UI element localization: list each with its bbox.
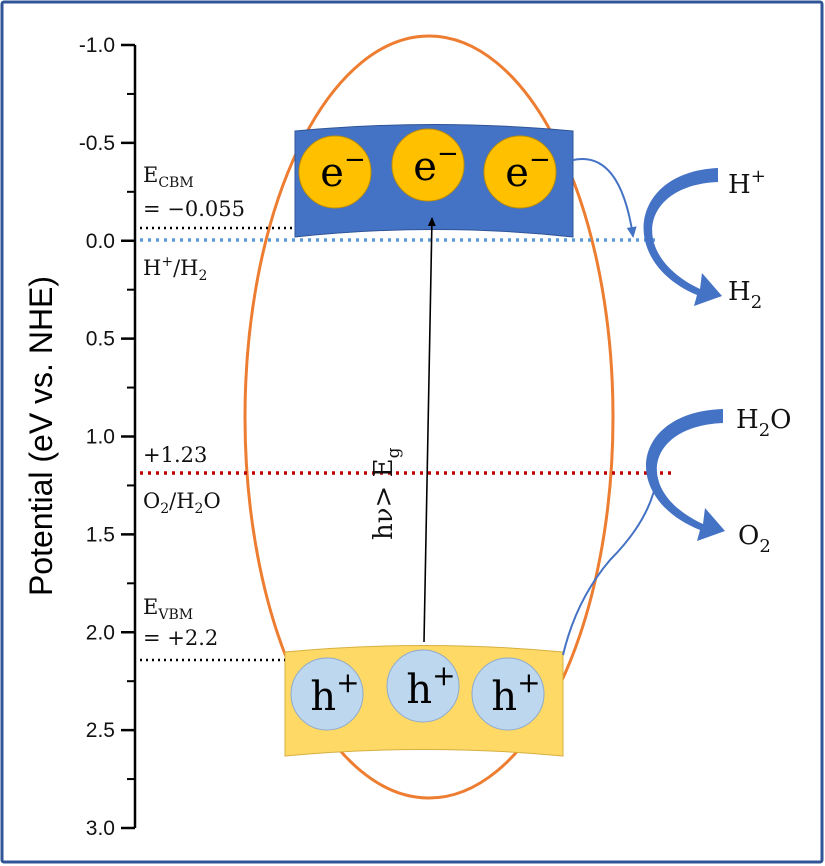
h2o-label: H2O <box>736 405 791 441</box>
hole-2: h+ <box>386 649 460 723</box>
axis-tick-label: 3.0 <box>86 817 115 840</box>
hole-3: h+ <box>471 657 545 731</box>
hole-transfer-arrow <box>562 476 661 656</box>
svg-text:e−: e− <box>505 145 550 196</box>
oxygen-reaction-arrow <box>646 409 725 541</box>
excitation-label: hν> Eg <box>369 447 404 540</box>
svg-text:h+: h+ <box>310 666 359 720</box>
svg-text:e−: e− <box>413 139 458 190</box>
hydrogen-couple-label: H+/H2 <box>143 254 207 284</box>
vbm-label: EVBM <box>143 595 193 623</box>
semiconductor-outline <box>243 34 615 800</box>
axis-label: Potential (eV vs. NHE) <box>23 276 59 596</box>
potential-axis: -1.0 -0.5 0.0 0.5 1.0 1.5 2.0 2.5 3.0 <box>79 34 137 840</box>
electrons: e− e− e− <box>298 128 557 209</box>
holes: h+ h+ h+ <box>290 649 545 731</box>
electron-3: e− <box>483 135 557 209</box>
h2-label: H2 <box>728 277 762 313</box>
hole-1: h+ <box>290 657 364 731</box>
axis-tick-label: 2.0 <box>86 621 115 644</box>
excitation-arrow <box>423 217 436 643</box>
o2-label: O2 <box>738 521 771 557</box>
water-potential-label: +1.23 <box>143 443 207 467</box>
cbm-value: = −0.055 <box>143 197 245 221</box>
svg-text:h+: h+ <box>406 659 455 713</box>
svg-text:e−: e− <box>320 145 365 196</box>
axis-tick-label: -0.5 <box>79 132 115 155</box>
cbm-label: ECBM <box>143 163 194 191</box>
axis-tick-label: 1.0 <box>86 426 115 449</box>
electron-transfer-arrow <box>572 158 637 238</box>
svg-text:h+: h+ <box>491 666 540 720</box>
vbm-value: = +2.2 <box>143 626 218 650</box>
oxygen-couple-label: O2/H2O <box>143 489 221 517</box>
electron-2: e− <box>391 128 465 202</box>
axis-tick-label: -1.0 <box>79 34 115 57</box>
axis-tick-label: 1.5 <box>86 523 115 546</box>
axis-tick-label: 2.5 <box>86 719 115 742</box>
hydrogen-reaction-arrow <box>643 168 722 306</box>
axis-tick-label: 0.0 <box>86 230 115 253</box>
electron-1: e− <box>298 135 372 209</box>
axis-tick-label: 0.5 <box>86 328 115 351</box>
h-plus-label: H+ <box>728 166 766 200</box>
